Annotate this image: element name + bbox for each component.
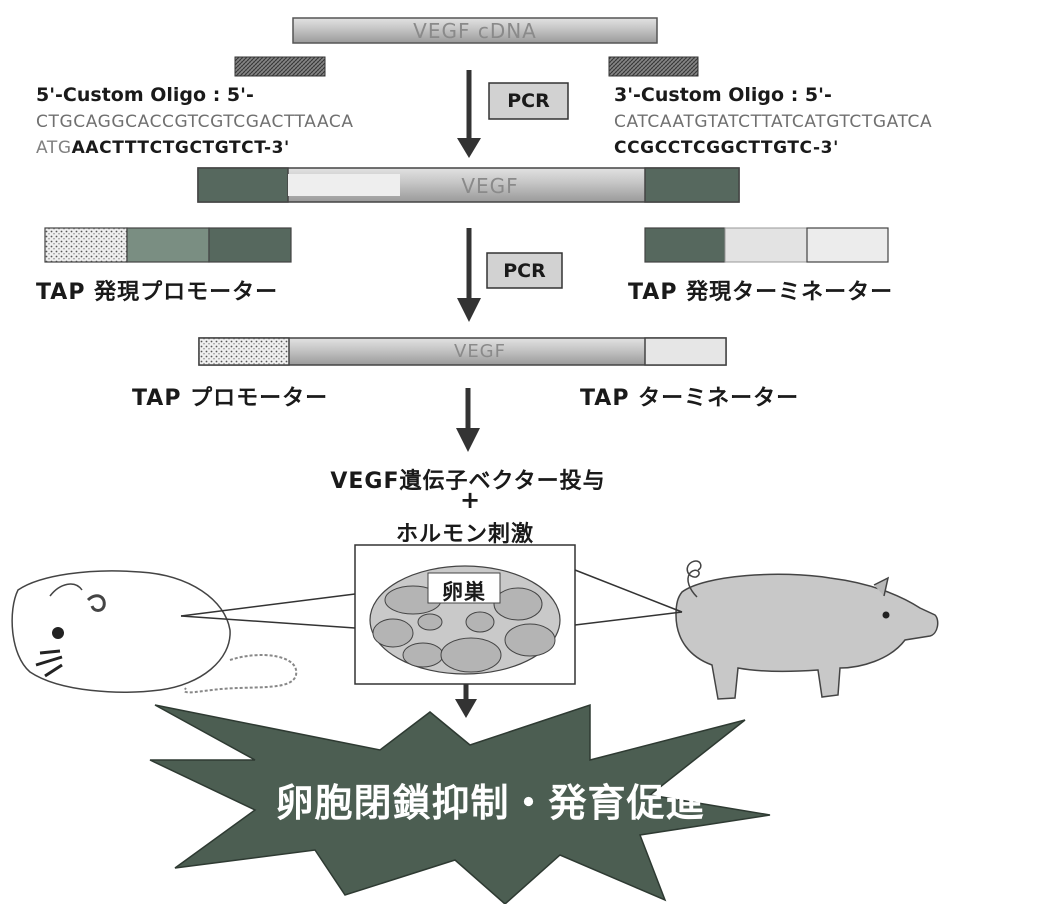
vegf-final-construct [198,337,727,366]
callout-lines [180,569,683,629]
pcr-box-2 [486,252,563,289]
left-primer-box [234,56,326,77]
down-arrow-icon [455,684,477,718]
vegf-middle-construct [197,167,740,203]
left-oligo-seq-prefix: ATG [36,138,72,158]
left-oligo-seq-bold: AACTTTCTGCTGTCT-3' [71,138,290,158]
down-arrow-icon [457,70,481,158]
cdna-bar [292,17,658,44]
tap-promoter-expression-parts [44,227,292,263]
right-primer-box [608,56,699,77]
pcr-label-2: PCR [503,260,546,282]
burst-star-shape [149,703,771,906]
right-oligo-title: 3'-Custom Oligo : 5'- [614,84,832,106]
cdna-label: VEGF cDNA [413,19,537,43]
vegf-final-label: VEGF [454,341,506,362]
left-oligo-title: 5'-Custom Oligo : 5'- [36,84,254,106]
tap-promoter-expression-label: TAP 発現プロモーター [36,280,279,305]
vegf-middle-label: VEGF [461,174,519,198]
tap-terminator-expression-parts [644,227,889,263]
tap-terminator-label: TAP ターミネーター [580,386,800,411]
mouse-illustration [11,570,298,694]
down-arrow-icon [456,388,480,452]
left-oligo-seq-line2: ATGAACTTTCTGCTGTCT-3' [36,138,290,158]
vector-administration-label: VEGF遺伝子ベクター投与 [330,469,606,494]
tap-promoter-label: TAP プロモーター [132,386,329,411]
hormone-stimulation-label: ホルモン刺激 [395,522,534,547]
right-oligo-seq-line1: CATCAATGTATCTTATCATGTCTGATCA [614,112,933,132]
left-oligo-seq-line1: CTGCAGGCACCGTCGTCGACTTAACA [36,112,354,132]
result-label: 卵胞閉鎖抑制・発育促進 [275,781,705,825]
pig-illustration [675,560,939,700]
down-arrow-icon [457,228,481,322]
plus-sign: + [459,486,481,514]
ovary-label: 卵巣 [442,580,486,604]
right-oligo-seq-line2: CCGCCTCGGCTTGTC-3' [614,138,839,158]
pcr-label-1: PCR [507,90,550,112]
pcr-box-1 [488,82,569,120]
ovary-illustration [354,544,576,685]
tap-terminator-expression-label: TAP 発現ターミネーター [628,280,894,305]
